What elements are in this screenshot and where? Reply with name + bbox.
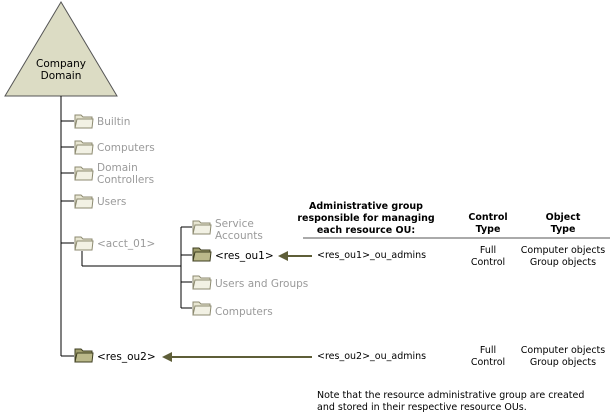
- folder-label-computers[interactable]: Computers: [97, 142, 155, 154]
- header-admin-group-line3: each resource OU:: [316, 225, 416, 236]
- folder-label-service-accounts[interactable]: Service Accounts: [215, 218, 263, 242]
- arrow-res-ou2: [162, 352, 312, 362]
- row2-object-type: Computer objects Group objects: [515, 345, 611, 369]
- folder-icon-service-accounts[interactable]: [192, 220, 212, 235]
- folder-icon-domain-controllers[interactable]: [74, 166, 94, 181]
- header-control-type-line1: Control: [468, 212, 508, 223]
- folder-label-service-accounts-line1: Service: [215, 218, 254, 230]
- footnote: Note that the resource administrative gr…: [317, 390, 584, 414]
- folder-label-users-and-groups[interactable]: Users and Groups: [215, 278, 309, 290]
- arrow-res-ou1: [278, 251, 312, 261]
- header-control-type-line2: Type: [475, 224, 501, 235]
- folder-label-service-accounts-line2: Accounts: [215, 230, 263, 242]
- row1-control-type: Full Control: [458, 245, 518, 269]
- header-admin-group-line2: responsible for managing: [297, 213, 435, 224]
- footnote-line2: and stored in their respective resource …: [317, 402, 527, 413]
- folder-label-domain-controllers-line1: Domain: [97, 162, 138, 174]
- header-control-type: Control Type: [458, 212, 518, 236]
- row2-control-type-line1: Full: [479, 345, 497, 356]
- row2-object-type-line1: Computer objects: [520, 345, 606, 356]
- row1-object-type: Computer objects Group objects: [515, 245, 611, 269]
- header-admin-group: Administrative group responsible for man…: [296, 201, 436, 237]
- company-domain-label: Company Domain: [26, 58, 96, 82]
- folder-icon-users-and-groups[interactable]: [192, 275, 212, 290]
- row1-admin-group: <res_ou1>_ou_admins: [317, 250, 427, 261]
- folder-icon-builtin[interactable]: [74, 114, 94, 129]
- folder-icon-acct-01[interactable]: [74, 236, 94, 251]
- header-object-type-line1: Object: [545, 212, 581, 223]
- folder-icon-computers-sub[interactable]: [192, 301, 212, 316]
- company-domain-label-line1: Company: [36, 58, 86, 70]
- header-object-type: Object Type: [523, 212, 603, 236]
- row1-object-type-line2: Group objects: [529, 257, 597, 268]
- row2-control-type: Full Control: [458, 345, 518, 369]
- header-admin-group-line1: Administrative group: [309, 201, 423, 212]
- footnote-line1: Note that the resource administrative gr…: [317, 390, 585, 401]
- folder-label-res-ou2[interactable]: <res_ou2>: [97, 351, 156, 363]
- row2-object-type-line2: Group objects: [529, 357, 597, 368]
- folder-label-computers-sub[interactable]: Computers: [215, 306, 273, 318]
- folder-icon-res-ou1[interactable]: [192, 247, 212, 262]
- tree-lines: [60, 96, 192, 357]
- header-object-type-line2: Type: [550, 224, 576, 235]
- row1-object-type-line1: Computer objects: [520, 245, 606, 256]
- folder-icon-users[interactable]: [74, 194, 94, 209]
- row1-control-type-line1: Full: [479, 245, 497, 256]
- folder-icon-res-ou2[interactable]: [74, 348, 94, 363]
- folder-label-domain-controllers-line2: Controllers: [97, 174, 155, 186]
- row1-control-type-line2: Control: [470, 257, 506, 268]
- folder-icon-computers[interactable]: [74, 140, 94, 155]
- folder-label-builtin[interactable]: Builtin: [97, 116, 131, 128]
- folder-label-res-ou1[interactable]: <res_ou1>: [215, 250, 274, 262]
- company-domain-label-line2: Domain: [40, 70, 82, 82]
- row2-admin-group: <res_ou2>_ou_admins: [317, 351, 427, 362]
- folder-label-domain-controllers[interactable]: Domain Controllers: [97, 162, 154, 186]
- row2-control-type-line2: Control: [470, 357, 506, 368]
- folder-label-acct-01[interactable]: <acct_01>: [97, 238, 156, 250]
- folder-label-users[interactable]: Users: [97, 196, 127, 208]
